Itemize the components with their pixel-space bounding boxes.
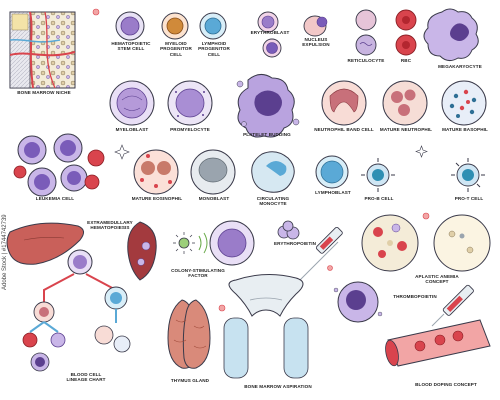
label-erythroblast: ERYTHROBLAST bbox=[250, 30, 290, 35]
label-thrombopoietin: THROMBOPOIETIN bbox=[393, 294, 437, 299]
circulating-monocyte-icon bbox=[251, 151, 295, 193]
hematopoietic-stem-cell-icon bbox=[115, 11, 145, 41]
stock-watermark: Adobe Stock | #1744742739 bbox=[2, 214, 8, 290]
label-mature-eosinophil: MATURE EOSINOPHIL bbox=[131, 196, 183, 201]
label-extramedullary-hematopoiesis: EXTRAMEDULLARY HEMATOPOIESIS bbox=[87, 220, 133, 231]
pelvis-bone-icon bbox=[223, 274, 309, 379]
spleen-organ-icon bbox=[127, 221, 157, 281]
label-mature-basophil: MATURE BASOPHIL bbox=[442, 127, 488, 132]
label-leukemia-cell: LEUKEMIA CELL bbox=[35, 196, 75, 201]
pro-t-cell-icon bbox=[451, 158, 485, 192]
erythropoietin-icon bbox=[277, 220, 300, 240]
label-erythropoietin: ERYTHROPOIETIN bbox=[273, 241, 317, 246]
label-neutrophil-band-cell: NEUTROPHIL BAND CELL bbox=[314, 127, 374, 132]
label-aplastic-anemia-concept: APLASTIC ANEMIA CONCEPT bbox=[415, 274, 459, 285]
leukemia-cell-cluster-icon bbox=[13, 133, 105, 197]
thrombopoietin-icon bbox=[333, 281, 383, 323]
doping-syringe-icon bbox=[431, 284, 474, 327]
mature-neutrophil-icon bbox=[382, 80, 428, 126]
label-bone-marrow-niche: BONE MARROW NICHE bbox=[17, 90, 71, 95]
sparkle-icon bbox=[114, 144, 428, 160]
label-pro-b-cell: PRO-B CELL bbox=[364, 196, 394, 201]
label-megakaryocyte: MEGAKARYOCYTE bbox=[438, 64, 482, 69]
promyelocyte-icon bbox=[167, 80, 213, 126]
lymphoblast-icon bbox=[315, 155, 349, 189]
nucleus-expulsion-icon bbox=[303, 15, 328, 37]
label-reticulocyte: RETICULOCYTE bbox=[347, 58, 385, 63]
label-myeloblast: MYELOBLAST bbox=[115, 127, 149, 132]
label-hematopoietic-stem-cell: HEMATOPOIETIC STEM CELL bbox=[111, 41, 151, 52]
label-bone-marrow-aspiration: BONE MARROW ASPIRATION bbox=[244, 384, 312, 389]
mature-eosinophil-icon bbox=[133, 149, 179, 195]
blood-vessel-icon bbox=[385, 319, 491, 367]
aplastic-anemia-concept-icon bbox=[361, 214, 491, 272]
label-promyelocyte: PROMYELOCYTE bbox=[170, 127, 210, 132]
label-monoblast: MONOBLAST bbox=[198, 196, 230, 201]
erythroblast-icon bbox=[257, 11, 282, 58]
liver-organ-icon bbox=[6, 222, 84, 265]
monoblast-icon bbox=[190, 149, 236, 195]
neutrophil-band-cell-icon bbox=[321, 80, 367, 126]
label-platelet-budding: PLATELET BUDDING bbox=[243, 132, 291, 137]
pro-b-cell-icon bbox=[361, 158, 395, 192]
label-rbc: RBC bbox=[400, 58, 412, 63]
platelet-budding-icon bbox=[236, 74, 300, 138]
thymus-gland-icon bbox=[167, 299, 211, 369]
reticulocyte-icon bbox=[355, 9, 377, 56]
rbc-icon bbox=[395, 9, 417, 56]
label-nucleus-expulsion: NUCLEUS EXPULSION bbox=[302, 37, 330, 48]
megakaryocyte-icon bbox=[423, 8, 479, 62]
bone-marrow-niche-illustration bbox=[9, 11, 76, 89]
label-mature-neutrophil: MATURE NEUTROPHIL bbox=[379, 127, 433, 132]
syringe-icon bbox=[295, 226, 343, 285]
label-myeloid-progenitor-cell: MYELOID PROGENITOR CELL bbox=[160, 41, 192, 57]
myeloblast-icon bbox=[109, 80, 155, 126]
label-colony-stimulating-factor: COLONY-STIMULATING FACTOR bbox=[171, 268, 225, 279]
lymphoid-progenitor-cell-icon bbox=[199, 12, 227, 40]
label-blood-doping-concept: BLOOD DOPING CONCEPT bbox=[415, 382, 477, 387]
label-lymphoid-progenitor-cell: LYMPHOID PROGENITOR CELL bbox=[198, 41, 230, 57]
virus-icon bbox=[92, 8, 430, 312]
colony-stimulating-factor-icon bbox=[173, 220, 255, 266]
mature-basophil-icon bbox=[441, 80, 487, 126]
lineage-chart-icon bbox=[22, 249, 131, 372]
label-circulating-monocyte: CIRCULATING MONOCYTE bbox=[256, 196, 290, 207]
myeloid-progenitor-cell-icon bbox=[161, 12, 189, 40]
label-lymphoblast: LYMPHOBLAST bbox=[315, 190, 351, 195]
label-blood-cell-lineage-chart: BLOOD CELL LINEAGE CHART bbox=[66, 372, 106, 383]
label-pro-t-cell: PRO-T CELL bbox=[454, 196, 484, 201]
label-thymus-gland: THYMUS GLAND bbox=[170, 378, 210, 383]
